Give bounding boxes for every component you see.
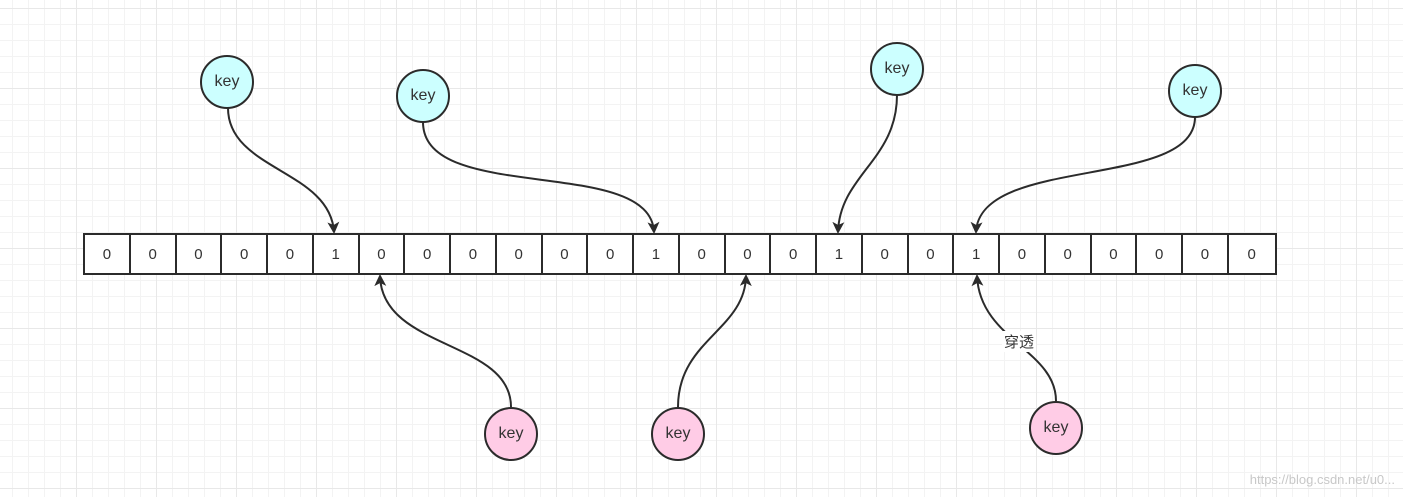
- key-node-bottom-2: key: [651, 407, 705, 461]
- bit-cell: 0: [771, 235, 817, 273]
- bit-cell: 1: [634, 235, 680, 273]
- bit-cell: 0: [909, 235, 955, 273]
- key-node-top-1: key: [200, 55, 254, 109]
- key-node-bottom-3: key: [1029, 401, 1083, 455]
- key-node-top-2: key: [396, 69, 450, 123]
- edge-bottom-key-1-to-bit-6: [374, 274, 512, 408]
- key-node-top-4: key: [1168, 64, 1222, 118]
- edge-top-key-3-to-bit-16: [832, 94, 898, 234]
- bit-cell: 0: [726, 235, 772, 273]
- key-node-top-3: key: [870, 42, 924, 96]
- bit-cell: 0: [85, 235, 131, 273]
- penetration-edge-label: 穿透: [1002, 331, 1037, 352]
- bit-cell: 1: [954, 235, 1000, 273]
- key-node-bottom-1: key: [484, 407, 538, 461]
- bit-cell: 1: [817, 235, 863, 273]
- bit-cell: 0: [497, 235, 543, 273]
- bit-cell: 0: [1247, 245, 1256, 263]
- bit-cell: 0: [360, 235, 406, 273]
- bit-cell: 0: [1137, 235, 1183, 273]
- watermark: https://blog.csdn.net/u0...: [1249, 472, 1395, 487]
- bit-cell: 0: [405, 235, 451, 273]
- bit-cell: 0: [543, 235, 589, 273]
- bit-cell: 0: [863, 235, 909, 273]
- edge-bottom-key-2-to-bit-14: [677, 274, 752, 408]
- edge-top-key-1-to-bit-5: [227, 107, 340, 234]
- bit-cell: 0: [268, 235, 314, 273]
- bit-cell: 0: [451, 235, 497, 273]
- bit-cell: 0: [1000, 235, 1046, 273]
- bit-cell: 0: [222, 235, 268, 273]
- bit-cell: 0: [1183, 235, 1229, 273]
- edge-top-key-2-to-bit-12: [422, 121, 660, 234]
- bit-cell: 0: [131, 235, 177, 273]
- bit-cell: 0: [1046, 235, 1092, 273]
- bit-array: 0 0 0 0 0 1 0 0 0 0 0 0 1 0 0 0 1 0 0 1 …: [83, 233, 1277, 275]
- bit-cell: 0: [680, 235, 726, 273]
- bit-cell: 1: [314, 235, 360, 273]
- bit-cell: 0: [1092, 235, 1138, 273]
- bit-cell: 0: [177, 235, 223, 273]
- edge-top-key-4-to-bit-19: [970, 116, 1196, 234]
- bit-cell: 0: [588, 235, 634, 273]
